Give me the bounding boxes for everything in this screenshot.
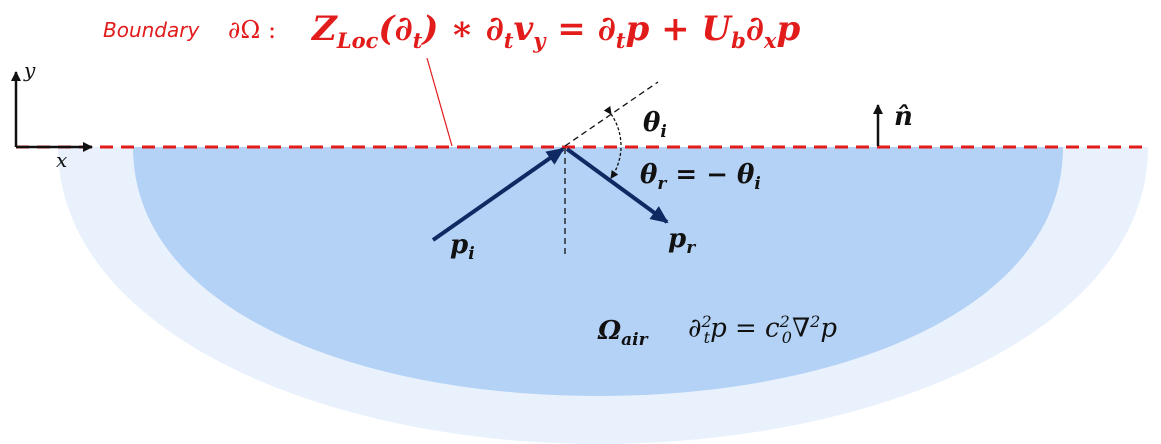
air-domain-region — [133, 147, 1063, 396]
normal-vector-label: n̂ — [894, 102, 913, 132]
incident-angle-label: θi — [643, 108, 667, 143]
y-axis-label: y — [24, 58, 36, 82]
boundary-symbol: ∂Ω : — [228, 16, 277, 44]
reflected-angle-label: θr = − θi — [640, 160, 761, 195]
x-axis-label: x — [56, 148, 68, 172]
air-domain-label: Ωair — [598, 316, 648, 351]
boundary-equation: ZLoc(∂t) ∗ ∂tvy = ∂tp + Ub∂xp — [312, 9, 801, 53]
callout-leader-line — [426, 57, 453, 147]
incident-extension-dashed — [564, 81, 659, 147]
incident-angle-arc — [603, 105, 622, 147]
reflected-wave-label: pr — [668, 224, 696, 259]
reflected-angle-arc — [610, 147, 622, 179]
boundary-label: Boundary — [103, 18, 200, 42]
reflected-wave-arrow — [565, 147, 669, 224]
wave-equation: ∂2tp = c20∇2p — [688, 312, 837, 347]
incident-wave-label: pi — [450, 230, 475, 265]
incident-wave-arrow — [431, 147, 565, 242]
